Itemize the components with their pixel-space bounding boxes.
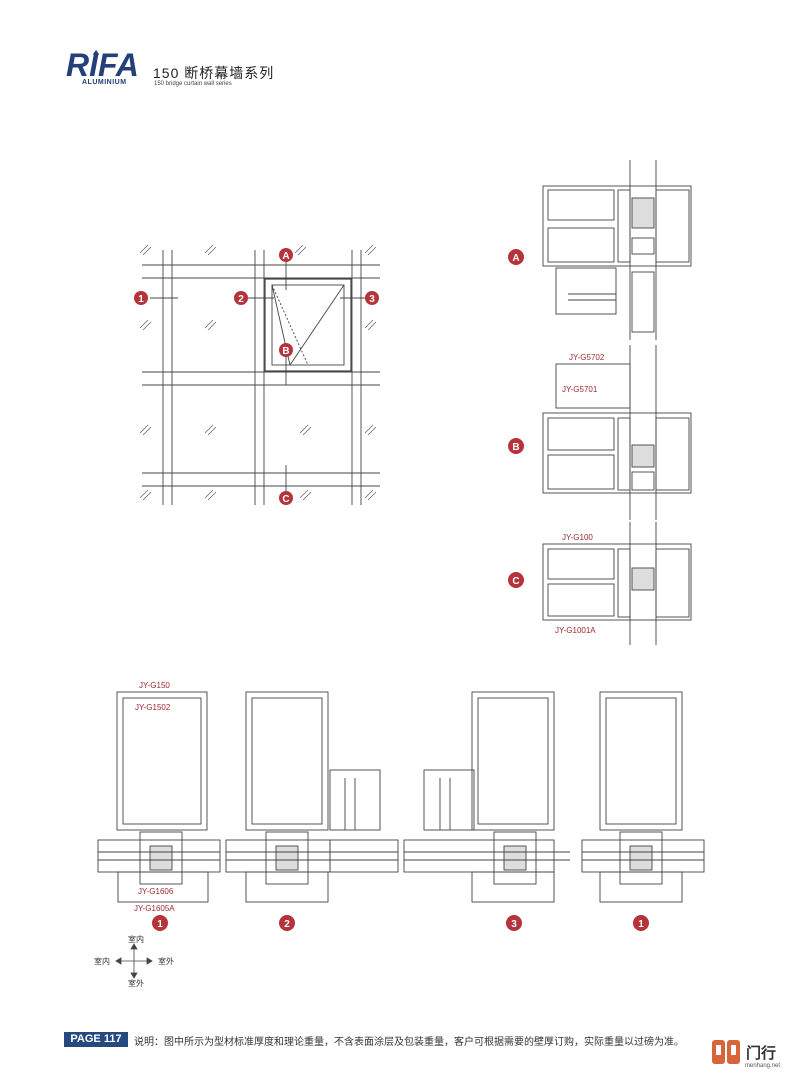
watermark-url: menhang.net	[745, 1063, 781, 1069]
marker-bottom-3: 3	[506, 915, 522, 931]
marker-section-b: B	[508, 438, 524, 454]
svg-text:B: B	[512, 442, 519, 453]
marker-elev-c: C	[279, 491, 293, 505]
rifa-logo: RIFA	[66, 48, 139, 80]
svg-text:C: C	[282, 494, 289, 505]
watermark-logo-icon	[712, 1040, 740, 1064]
section-c	[542, 522, 692, 645]
svg-text:B: B	[282, 346, 289, 357]
logo-subtitle: ALUMINIUM	[82, 79, 127, 86]
svg-text:1: 1	[157, 919, 163, 930]
label-jy-g100: JY-G100	[562, 533, 593, 542]
marker-elev-b: B	[279, 343, 293, 357]
bottom-section-1a	[97, 691, 221, 903]
label-jy-g1605a: JY-G1605A	[134, 904, 175, 913]
marker-elev-1: 1	[134, 291, 148, 305]
svg-text:3: 3	[369, 294, 375, 305]
orientation-compass	[115, 943, 153, 979]
svg-text:A: A	[282, 251, 289, 262]
bottom-section-1b	[581, 691, 705, 903]
watermark-text: 门行	[746, 1045, 777, 1062]
label-jy-g5702: JY-G5702	[569, 353, 605, 362]
compass-top: 室内	[128, 934, 144, 944]
marker-bottom-2: 2	[279, 915, 295, 931]
bottom-section-3	[403, 691, 570, 903]
svg-text:2: 2	[238, 294, 244, 305]
glass-hatching	[139, 244, 377, 501]
label-jy-g1001a: JY-G1001A	[555, 626, 596, 635]
svg-text:C: C	[512, 576, 519, 587]
label-jy-g5701: JY-G5701	[562, 385, 598, 394]
svg-text:1: 1	[138, 294, 144, 305]
marker-elev-3: 3	[365, 291, 379, 305]
bottom-section-2	[225, 691, 399, 903]
compass-bottom: 室外	[128, 978, 144, 988]
label-jy-g1502: JY-G1502	[135, 703, 171, 712]
svg-text:3: 3	[511, 919, 517, 930]
section-b	[542, 345, 692, 520]
marker-elev-2: 2	[234, 291, 248, 305]
label-jy-g150: JY-G150	[139, 681, 170, 690]
svg-text:2: 2	[284, 919, 290, 930]
svg-text:A: A	[512, 253, 519, 264]
compass-right: 室外	[158, 956, 174, 966]
markers: 1 2 3 A B C A B C 1 2 3 1	[134, 248, 649, 931]
compass-left: 室内	[94, 956, 110, 966]
section-a	[542, 160, 692, 340]
page-number: PAGE 117	[64, 1032, 128, 1047]
elevation-view	[142, 250, 380, 505]
marker-section-c: C	[508, 572, 524, 588]
marker-elev-a: A	[279, 248, 293, 262]
series-subtitle: 150 bridge curtain wall series	[154, 81, 232, 87]
footer-note: 说明：图中所示为型材标准厚度和理论重量，不含表面涂层及包装重量，客户可根据需要的…	[134, 1037, 684, 1048]
svg-text:RIFA: RIFA	[66, 48, 139, 80]
marker-bottom-1a: 1	[152, 915, 168, 931]
label-jy-g1606: JY-G1606	[138, 887, 174, 896]
marker-section-a: A	[508, 249, 524, 265]
series-title: 150 断桥幕墙系列	[153, 65, 275, 81]
svg-text:1: 1	[638, 919, 644, 930]
marker-bottom-1b: 1	[633, 915, 649, 931]
